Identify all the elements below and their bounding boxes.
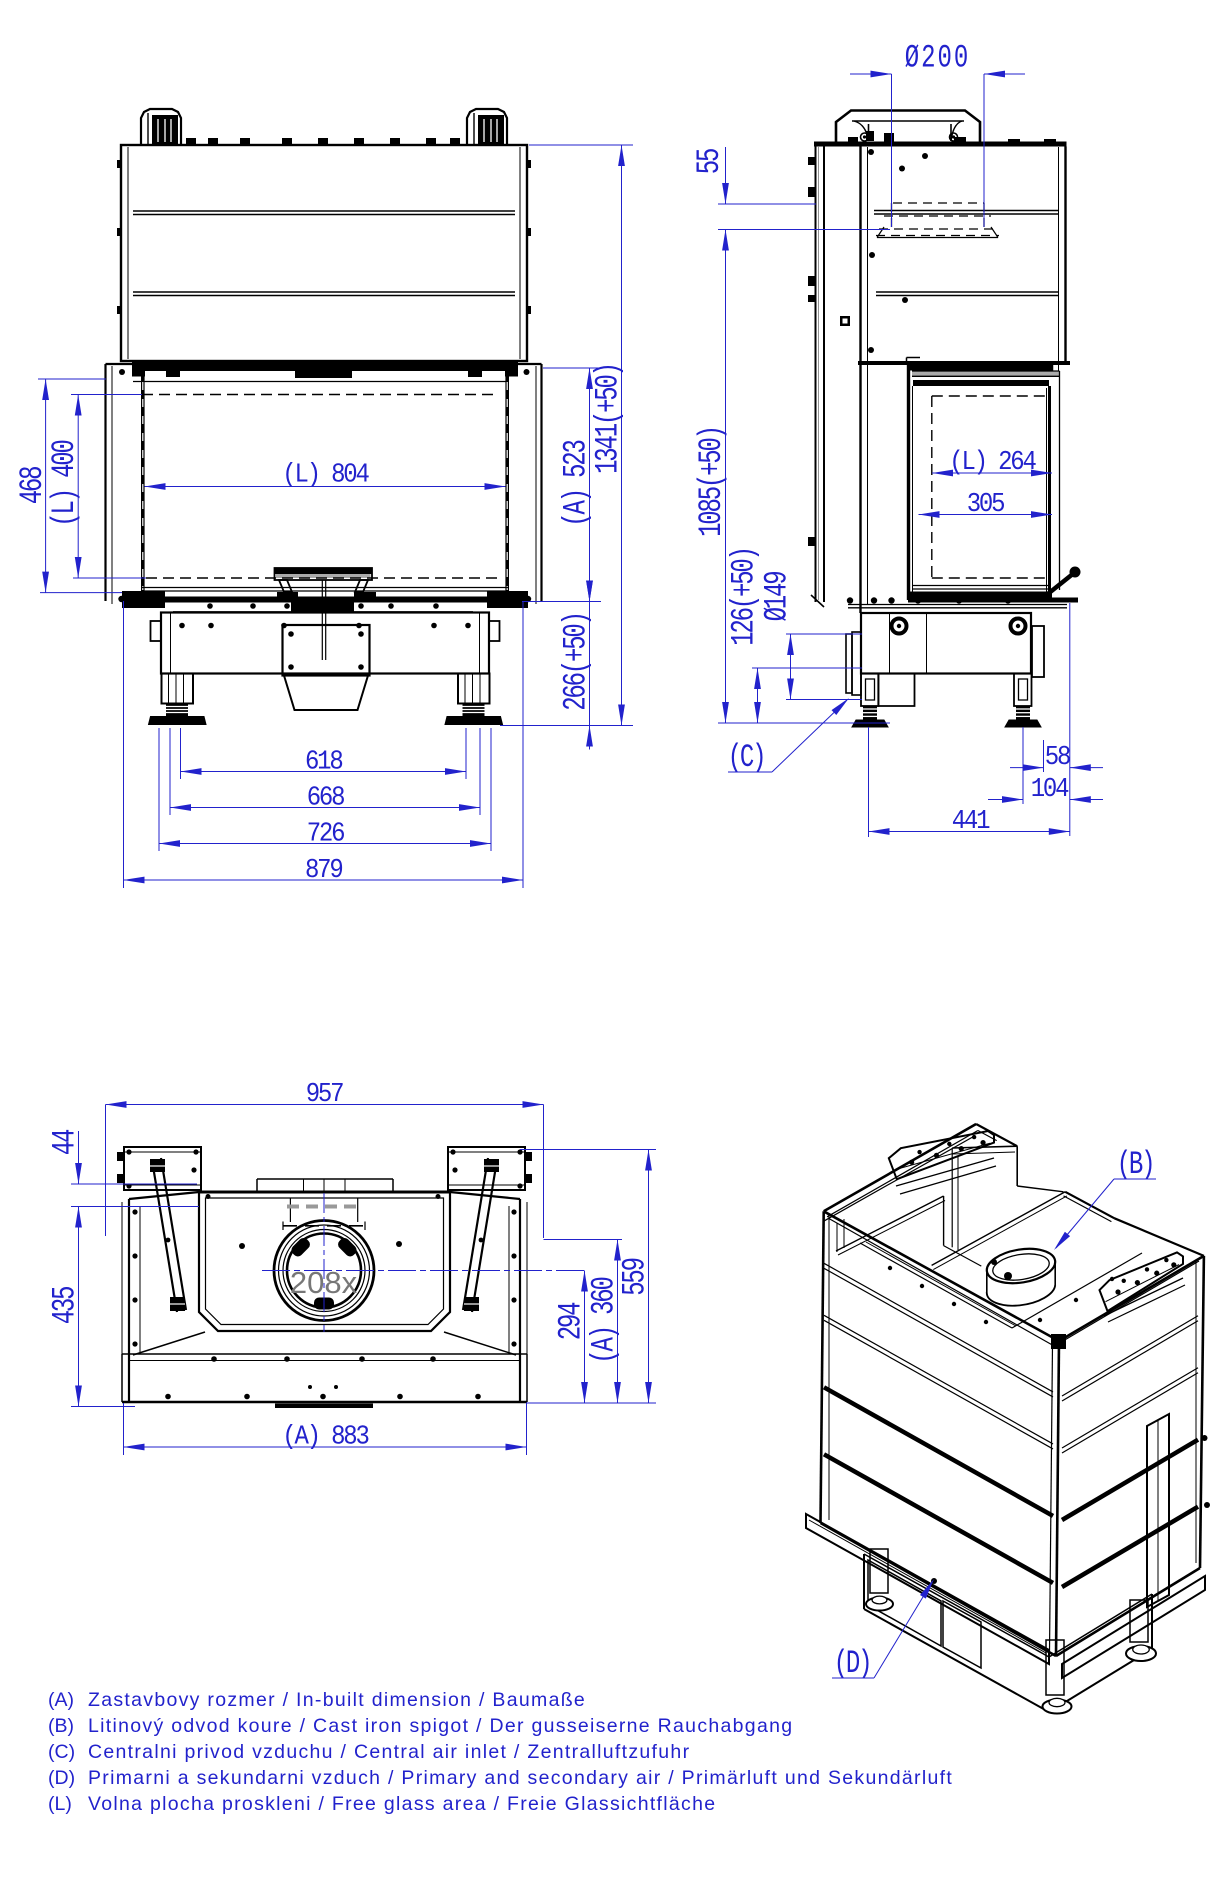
- svg-text:(D): (D): [48, 1767, 75, 1789]
- svg-text:(B): (B): [48, 1715, 74, 1737]
- svg-text:(A): (A): [48, 1689, 74, 1711]
- svg-text:294: 294: [552, 1302, 590, 1340]
- svg-text:(A) 523: (A) 523: [557, 440, 595, 527]
- svg-text:58: 58: [1045, 742, 1071, 772]
- svg-text:957: 957: [306, 1079, 344, 1109]
- svg-text:126(+50): 126(+50): [725, 548, 763, 646]
- svg-text:(L): (L): [48, 1793, 72, 1815]
- svg-text:(L) 804: (L) 804: [282, 460, 368, 490]
- svg-text:104: 104: [1031, 774, 1069, 804]
- svg-text:618: 618: [305, 746, 343, 776]
- svg-text:(L) 264: (L) 264: [949, 447, 1035, 477]
- svg-text:Ø149: Ø149: [758, 571, 796, 621]
- svg-text:1341(+50): 1341(+50): [589, 364, 627, 474]
- svg-text:Primarni a sekundarni vzduch /: Primarni a sekundarni vzduch / Primary a…: [88, 1767, 953, 1789]
- svg-text:879: 879: [305, 855, 343, 885]
- svg-text:Centralni privod vzduchu / Cen: Centralni privod vzduchu / Central air i…: [88, 1741, 690, 1763]
- svg-text:44: 44: [46, 1130, 84, 1156]
- svg-text:55: 55: [691, 149, 729, 175]
- svg-text:(A) 360: (A) 360: [585, 1277, 623, 1364]
- svg-text:559: 559: [616, 1258, 654, 1296]
- svg-text:435: 435: [46, 1286, 84, 1324]
- svg-text:468: 468: [14, 466, 52, 504]
- svg-text:266(+50): 266(+50): [557, 613, 595, 711]
- svg-text:Litinový odvod koure / Cast ir: Litinový odvod koure / Cast iron spigot …: [88, 1715, 793, 1737]
- svg-text:668: 668: [307, 782, 345, 812]
- svg-text:(D): (D): [834, 1645, 871, 1683]
- svg-text:(C): (C): [48, 1741, 75, 1763]
- svg-text:Volna plocha proskleni / Free: Volna plocha proskleni / Free glass area…: [88, 1793, 716, 1815]
- svg-text:Ø200: Ø200: [905, 39, 971, 77]
- svg-text:(L) 400: (L) 400: [46, 440, 84, 527]
- svg-text:441: 441: [952, 806, 990, 836]
- svg-text:1085(+50): 1085(+50): [693, 427, 731, 537]
- svg-text:726: 726: [307, 818, 345, 848]
- svg-text:Zastavbovy rozmer / In-built d: Zastavbovy rozmer / In-built dimension /…: [88, 1689, 586, 1711]
- svg-text:(C): (C): [728, 739, 765, 777]
- svg-text:(A) 883: (A) 883: [282, 1422, 368, 1452]
- svg-text:305: 305: [967, 489, 1005, 519]
- svg-text:208x: 208x: [290, 1265, 358, 1300]
- svg-text:(B): (B): [1117, 1146, 1154, 1184]
